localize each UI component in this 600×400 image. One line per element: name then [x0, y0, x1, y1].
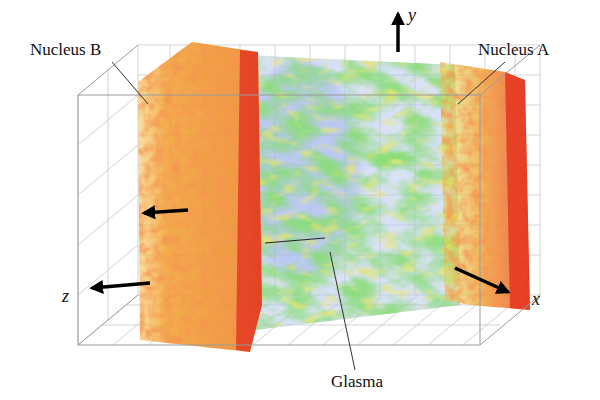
axis-label: x [532, 290, 540, 310]
part-label: Nucleus B [30, 41, 101, 60]
leader-lines [112, 62, 505, 370]
nucleus-b-slab [130, 35, 270, 360]
nucleus-a-slab [435, 55, 535, 315]
axis-line [265, 238, 325, 243]
axis-label: y [408, 6, 416, 26]
box-edges [78, 45, 540, 345]
axis-label: z [62, 287, 69, 307]
part-label: Glasma [331, 373, 383, 392]
axis-arrows [92, 14, 508, 292]
part-label: Nucleus A [478, 41, 549, 60]
